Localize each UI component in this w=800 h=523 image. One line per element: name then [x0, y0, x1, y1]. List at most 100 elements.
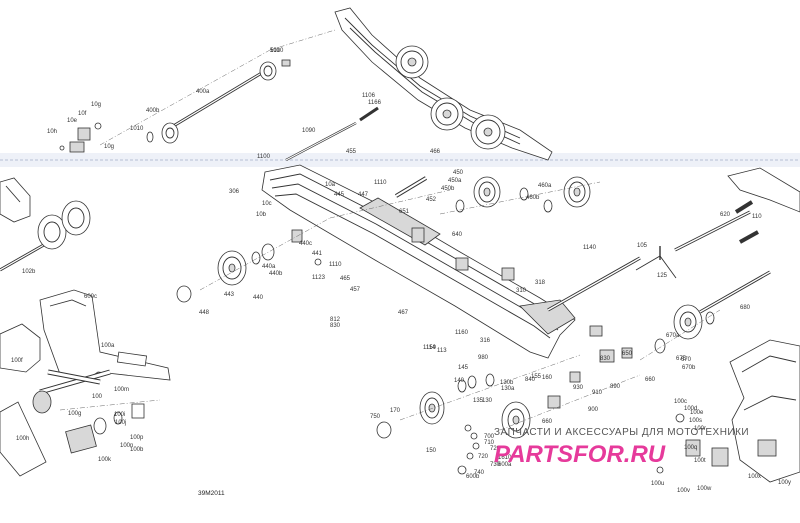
callout-label: 890: [610, 384, 621, 390]
callout-label: 100a: [101, 343, 115, 349]
callout-label: 135: [473, 398, 484, 404]
callout-label: 130: [482, 398, 493, 404]
callout-label: 700: [484, 434, 495, 440]
callout-label: 10c: [262, 201, 272, 207]
drawing-code: 39M2011: [198, 490, 225, 497]
wheel-left-pair: [37, 200, 91, 250]
callout-label: 100m: [114, 387, 129, 393]
callout-label: 457: [350, 287, 361, 293]
wheel-450: [473, 176, 501, 208]
callout-label: 1010: [270, 48, 284, 54]
callout-label: 100r: [694, 426, 706, 432]
callout-label: 750: [370, 414, 381, 420]
callout-label: 100f: [11, 358, 23, 364]
bearing-set-650: [589, 311, 715, 363]
callout-label: 440c: [299, 241, 312, 247]
cross-shaft-1140: [547, 256, 641, 312]
small-hardware-10: [59, 122, 102, 153]
callout-label: 1610: [498, 455, 512, 461]
wheel-600: [501, 401, 531, 439]
callout-label: 830: [600, 356, 611, 362]
callout-label: 452: [426, 197, 437, 203]
cross-shaft-1166: [359, 106, 379, 122]
callout-label: 740: [474, 470, 485, 476]
callout-label: 310: [516, 288, 527, 294]
callout-label: 318: [535, 280, 546, 286]
callout-label: 100h: [16, 436, 29, 442]
callout-label: 100: [92, 394, 103, 400]
callout-label: 445: [334, 192, 345, 198]
wheel-400b: [146, 122, 179, 144]
callout-label: 1110: [329, 262, 342, 268]
callout-label: 140: [454, 378, 465, 384]
callout-label: 110: [752, 214, 762, 220]
callout-label: 447: [358, 192, 369, 198]
callout-label: 710: [484, 440, 495, 446]
callout-label: 316: [480, 338, 491, 344]
callout-label: 100c: [674, 399, 687, 405]
wheel-443: [217, 250, 247, 286]
callout-label: 100v: [677, 488, 690, 494]
bracket-parts-450: [411, 187, 553, 281]
callout-label: 1106: [362, 93, 376, 99]
washer-170: [376, 421, 392, 439]
callout-label: 1110: [374, 180, 387, 186]
callout-label: 170: [390, 408, 401, 414]
callout-label: 450b: [441, 186, 455, 192]
callout-label: 441: [312, 251, 323, 257]
callout-label: 651: [399, 209, 410, 215]
callout-label: 1090: [302, 128, 316, 134]
callout-label: 100u: [651, 481, 664, 487]
callout-label: 466: [430, 149, 441, 155]
arm-100: [39, 289, 171, 381]
callout-label: 10f: [78, 111, 87, 117]
callout-label: 980: [478, 355, 489, 361]
callout-label: 455: [346, 149, 357, 155]
callout-label: 306: [229, 189, 240, 195]
callout-label: 460a: [538, 183, 552, 189]
callout-label: 102b: [22, 269, 36, 275]
callout-label: 100e: [690, 410, 704, 416]
callout-label: 105: [637, 243, 648, 249]
callout-label: 910: [592, 390, 603, 396]
arm-100-links: [0, 323, 145, 477]
upper-rail: [334, 7, 553, 161]
callout-label: 660: [542, 419, 553, 425]
callout-label: 1010: [130, 126, 144, 132]
callout-label: 100x: [748, 474, 761, 480]
callout-label: 100k: [98, 457, 112, 463]
callout-label: 670b: [682, 365, 696, 371]
callout-label: 100d: [684, 406, 697, 412]
callout-label: 600a: [498, 462, 512, 468]
callout-label: 650: [622, 351, 633, 357]
callout-label: 150: [426, 448, 437, 454]
callout-label: 155: [531, 374, 542, 380]
callout-label: 100i: [114, 412, 125, 418]
callout-label: 130b: [500, 380, 514, 386]
callout-label: 10h: [47, 129, 57, 135]
callout-label: 720: [478, 454, 489, 460]
callout-label: 1150: [423, 345, 437, 351]
wheel-460: [563, 176, 591, 208]
callout-label: 670: [681, 357, 692, 363]
callout-label: 812: [330, 317, 341, 323]
callout-label: 100p: [130, 435, 144, 441]
callout-label: 10e: [67, 118, 78, 124]
callout-label: 510: [270, 48, 281, 54]
callout-label: 100q: [684, 445, 697, 451]
callout-label: 1166: [368, 100, 382, 106]
callout-label: 100s: [689, 418, 702, 424]
callout-label: 900: [588, 407, 599, 413]
callout-label: 450a: [448, 178, 462, 184]
callout-label: 670a: [666, 333, 680, 339]
callout-label: 10g: [104, 144, 114, 150]
callout-label: 660: [645, 377, 656, 383]
callout-label: 113: [437, 348, 447, 354]
callout-label: 600c: [84, 294, 97, 300]
callout-label: 600b: [466, 474, 480, 480]
upper-rail-idler-wheel-3: [470, 114, 506, 150]
watermark-brand: PARTSFOR.RU: [494, 441, 666, 468]
callout-label: 1123: [312, 275, 326, 281]
callout-label: 400a: [196, 89, 210, 95]
